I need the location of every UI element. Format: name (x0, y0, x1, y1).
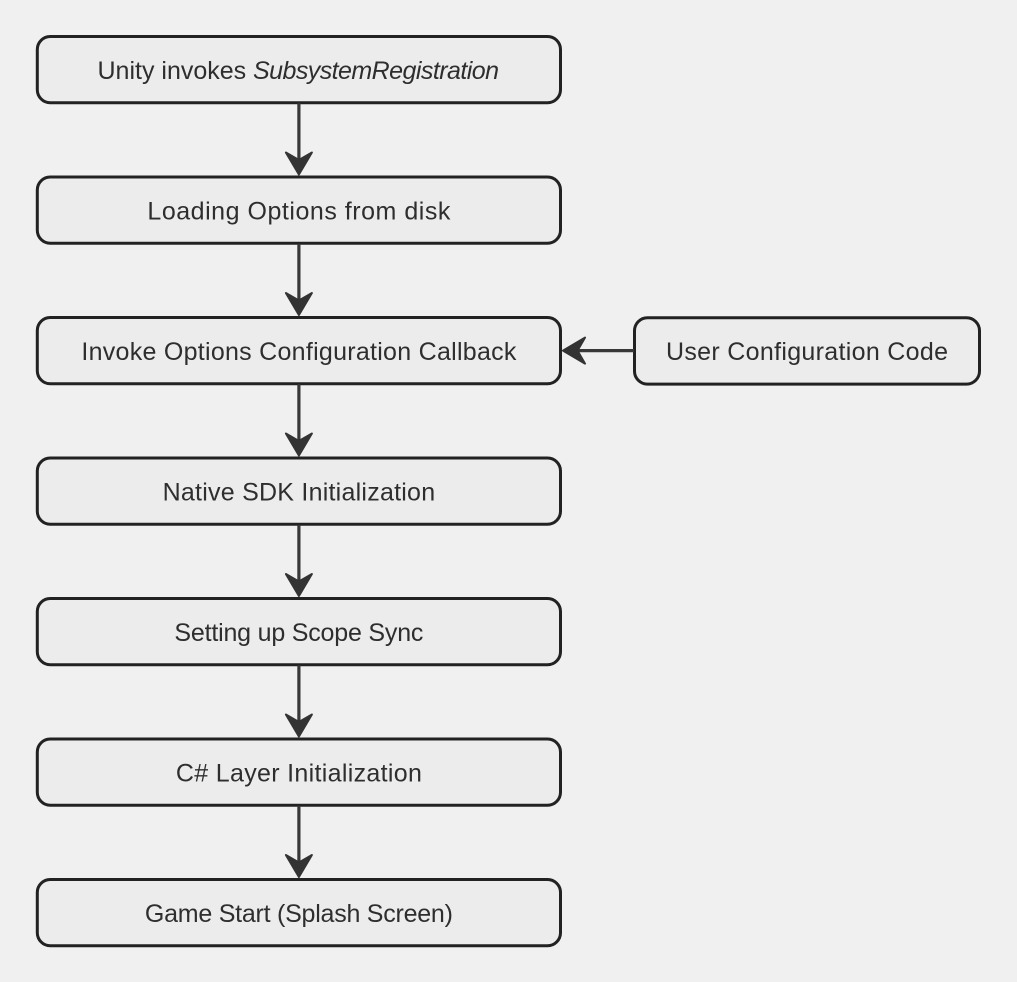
svg-text:Game Start (Splash Screen): Game Start (Splash Screen) (145, 900, 453, 928)
svg-text:SubsystemRegistration: SubsystemRegistration (253, 57, 499, 85)
svg-text:Native SDK Initialization: Native SDK Initialization (163, 478, 436, 506)
svg-text:Invoke Options Configuration C: Invoke Options Configuration Callback (81, 338, 517, 366)
svg-text:Setting up Scope Sync: Setting up Scope Sync (174, 619, 423, 647)
svg-text:Loading Options from disk: Loading Options from disk (147, 197, 451, 225)
svg-text:User Configuration Code: User Configuration Code (666, 338, 948, 366)
svg-text:C# Layer Initialization: C# Layer Initialization (176, 759, 422, 787)
svg-text:Unity invokes: Unity invokes (98, 57, 247, 85)
